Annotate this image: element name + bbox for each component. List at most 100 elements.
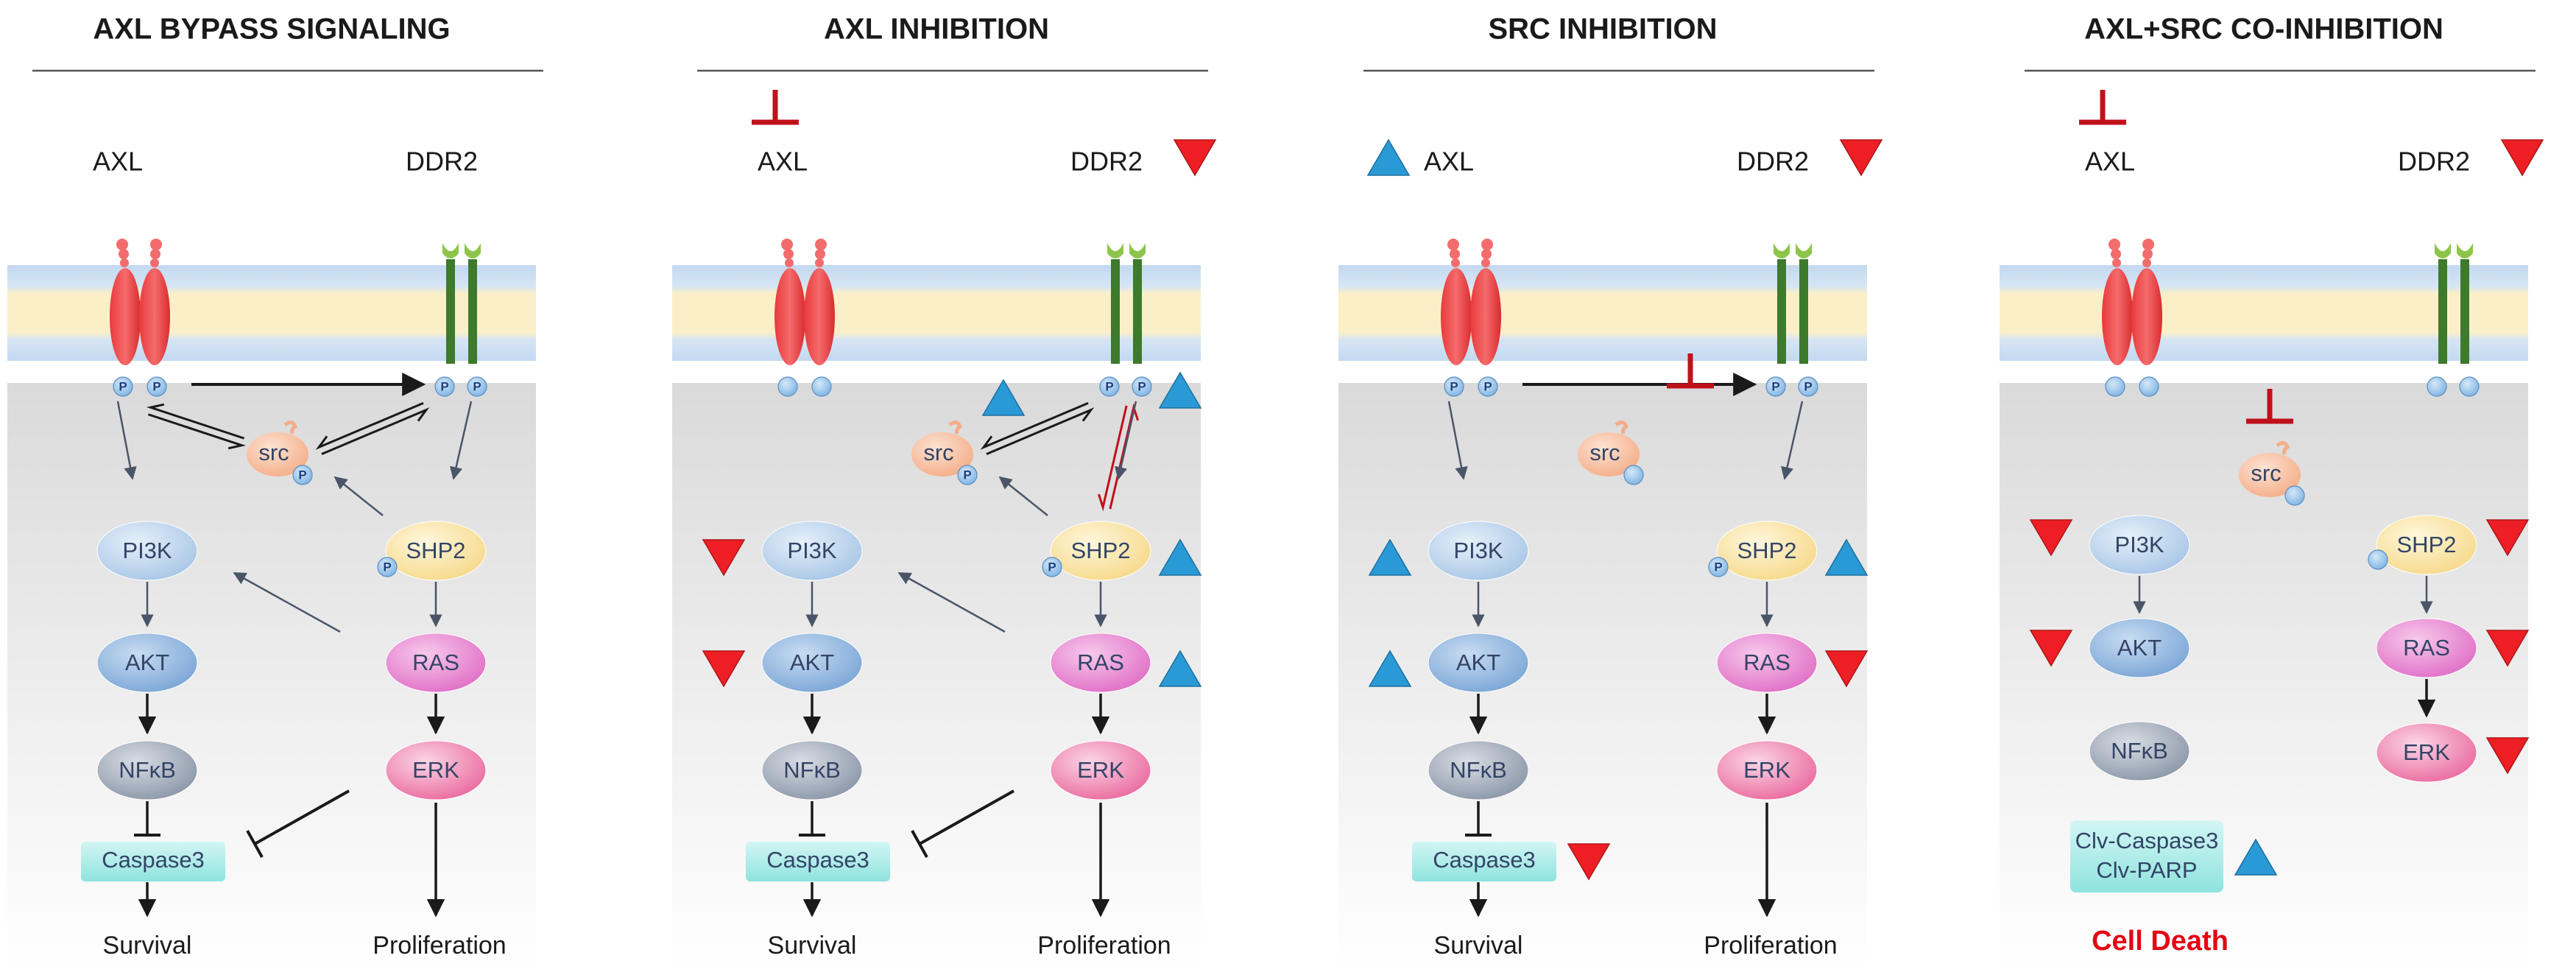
ddr2-down-marker (1840, 139, 1882, 176)
pi3k-node-label: PI3K (2114, 532, 2164, 557)
axl-phospho-2-label: P (1483, 379, 1492, 393)
axl-src-exchange-forward (147, 413, 247, 450)
akt-node-shape (761, 633, 863, 693)
shp2-phospho (377, 557, 398, 577)
shp2-node-label: SHP2 (406, 538, 466, 563)
src-phospho (2284, 485, 2305, 506)
axl-phospho-2 (147, 376, 167, 397)
pi3k-node-shape (2089, 515, 2190, 575)
shp2-phospho-label: P (383, 560, 391, 574)
pi3k-node-shape (96, 521, 198, 581)
panel-title: AXL BYPASS SIGNALING (93, 13, 450, 46)
ddr2-shp2-exchange-forward (1097, 405, 1128, 512)
erk-node-shape (385, 740, 487, 800)
survival-label: Survival (768, 932, 857, 960)
ddr2-phospho-1-label: P (440, 379, 448, 393)
erk-inhibit-bar (246, 830, 264, 858)
ras-node-label: RAS (2403, 635, 2450, 661)
panel-title: SRC INHIBITION (1488, 13, 1717, 46)
caspase3-box (746, 842, 890, 881)
erk-node-label: ERK (412, 757, 459, 783)
shp2-to-src-arrow (998, 476, 1048, 516)
ddr2-phospho-2-label: P (473, 379, 481, 393)
nfkb-node-shape (761, 740, 863, 800)
shp2-phospho-label: P (1048, 560, 1056, 574)
shp2-node-label: SHP2 (2397, 532, 2457, 557)
ddr2-phospho-1-label: P (1105, 379, 1113, 393)
axl-inhibitor (2079, 90, 2126, 122)
axl-up-marker (1367, 139, 1410, 176)
axl-phospho-2 (1478, 376, 1498, 397)
ddr2-phospho-1-label: P (1771, 379, 1779, 393)
src-phospho-label: P (298, 468, 306, 482)
ddr2-down-marker (1174, 139, 1216, 176)
axl-phospho-2 (2139, 376, 2159, 397)
clv-parp-label: Clv-PARP (2096, 857, 2197, 883)
src-label: src (923, 440, 953, 465)
ddr2-label: DDR2 (406, 147, 478, 177)
axl-phospho-1 (777, 376, 798, 397)
nfkb-node-label: NFκB (783, 757, 841, 783)
akt-node-label: AKT (1456, 650, 1500, 675)
cleaved-markers-box (2070, 820, 2223, 893)
src-phospho (957, 465, 978, 485)
src-ddr2-exchange (315, 402, 430, 455)
shp2-phospho-label: P (1714, 560, 1722, 574)
ddr2-phospho-1 (1765, 376, 1786, 397)
ddr2-phospho-2 (467, 376, 487, 397)
akt-node-label: AKT (790, 650, 834, 675)
shp2-to-src-arrow (334, 476, 384, 516)
cell-death-label: Cell Death (2092, 926, 2229, 957)
cell-membrane (1338, 265, 1867, 361)
ras-node-shape (2376, 618, 2477, 678)
src-ddr2-exchange-reverse (315, 402, 424, 450)
akt-node-shape (1428, 633, 1529, 693)
ras-node-label: RAS (1743, 650, 1790, 675)
ddr2-phospho-1 (2427, 376, 2447, 397)
akt-node-shape (2089, 618, 2190, 678)
cell-membrane (2000, 265, 2528, 361)
axl-phospho-1-label: P (1450, 379, 1458, 393)
shp2-phospho (2368, 549, 2388, 570)
shp2-node-shape (1716, 521, 1818, 581)
ddr2-phospho-1 (1099, 376, 1120, 397)
panel-title: AXL INHIBITION (824, 13, 1049, 46)
panel-title: AXL+SRC CO-INHIBITION (2084, 13, 2443, 46)
akt-node-label: AKT (125, 650, 169, 675)
src-phospho (1623, 465, 1644, 485)
ddr2-phospho-1 (434, 376, 455, 397)
nfkb-node-label: NFκB (2111, 738, 2168, 764)
ddr2-phospho-2 (1132, 376, 1152, 397)
axl-phospho-1 (2105, 376, 2125, 397)
survival-label: Survival (103, 932, 192, 960)
nfkb-node-shape (96, 740, 198, 800)
axl-phospho-1 (1444, 376, 1464, 397)
shp2-phospho (1042, 557, 1062, 577)
axl-src-exchange-reverse (146, 403, 245, 440)
shp2-node-shape (385, 521, 487, 581)
pi3k-node-label: PI3K (787, 538, 837, 563)
axl-phospho-1 (113, 376, 133, 397)
ras-node-label: RAS (412, 650, 459, 675)
src-phospho (292, 465, 313, 485)
shp2-node-label: SHP2 (1071, 538, 1131, 563)
caspase3-box (1412, 842, 1556, 881)
ddr2-to-shp2-arrow (1114, 401, 1137, 480)
pi3k-node-label: PI3K (1453, 538, 1503, 563)
proliferation-label: Proliferation (373, 932, 506, 960)
ddr2-phospho-2-label: P (1804, 379, 1812, 393)
erk-node-shape (1050, 740, 1151, 800)
ddr2-label: DDR2 (2398, 147, 2470, 177)
ddr2-to-shp2-arrow (449, 401, 473, 480)
shp2-node-shape (2376, 515, 2477, 575)
ddr2-label: DDR2 (1737, 147, 1809, 177)
ddr2-to-shp2-arrow (1780, 401, 1804, 480)
axl-label: AXL (758, 147, 808, 177)
caspase3-label: Caspase3 (766, 847, 869, 873)
akt-node-shape (96, 633, 198, 693)
ddr2-down-marker (2501, 139, 2544, 176)
